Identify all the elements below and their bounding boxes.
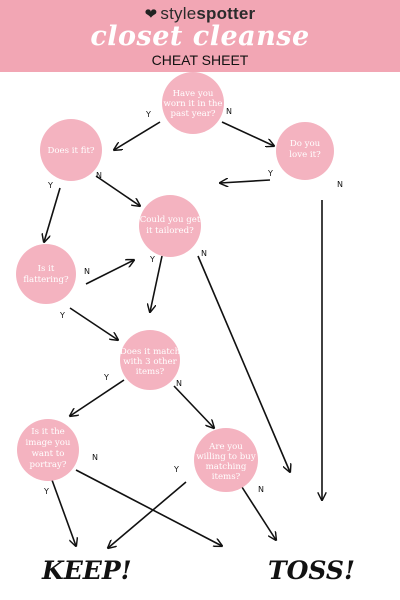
label-fit-y: Y — [47, 181, 53, 190]
branch-labels: Y N Y N Y N N Y Y N Y N Y N Y N — [43, 107, 343, 496]
svg-text:Could you get: Could you get — [140, 215, 201, 225]
svg-text:Have you: Have you — [173, 89, 214, 99]
svg-text:with 3 other: with 3 other — [123, 357, 177, 367]
page-title: closet cleanse — [90, 21, 310, 52]
node-buy: Are you willing to buy matching items? — [194, 428, 258, 492]
label-match-y: Y — [103, 373, 109, 382]
label-image-n: N — [92, 453, 98, 462]
label-tailored-y: Y — [149, 255, 155, 264]
svg-text:past year?: past year? — [171, 109, 216, 119]
page-subtitle: CHEAT SHEET — [151, 52, 249, 68]
node-worn: Have you worn it in the past year? — [162, 72, 224, 134]
label-match-n: N — [176, 379, 182, 388]
label-fit-n: N — [96, 171, 102, 180]
label-love-y: Y — [267, 169, 273, 178]
arrow-love-yes — [220, 180, 271, 183]
arrow-fit-no — [95, 175, 140, 206]
header-banner: ❤stylespotter closet cleanse CHEAT SHEET — [0, 0, 400, 72]
svg-text:Does it fit?: Does it fit? — [47, 146, 94, 156]
svg-text:love it?: love it? — [289, 150, 321, 160]
svg-text:matching: matching — [206, 462, 247, 472]
arrow-match-yes — [70, 379, 125, 416]
arrow-image-yes — [51, 479, 76, 546]
svg-text:portray?: portray? — [30, 460, 67, 470]
node-image: Is it the image you want to portray? — [17, 419, 79, 481]
svg-text:willing to buy: willing to buy — [196, 452, 256, 462]
svg-text:worn it in the: worn it in the — [164, 99, 223, 109]
label-image-y: Y — [43, 487, 49, 496]
arrow-worn-no — [221, 121, 274, 146]
svg-text:image you: image you — [26, 438, 71, 448]
outcome-toss: TOSS! — [268, 556, 355, 585]
label-worn-n: N — [226, 107, 232, 116]
node-flattering: Is it flattering? — [16, 244, 76, 304]
arrow-flattering-yes — [69, 307, 118, 340]
arrow-buy-yes — [108, 481, 187, 548]
label-buy-y: Y — [173, 465, 179, 474]
node-fit: Does it fit? — [40, 119, 102, 181]
svg-text:Are you: Are you — [208, 442, 243, 452]
arrow-flattering-no — [85, 260, 134, 285]
node-match: Does it match with 3 other items? — [120, 330, 181, 390]
arrow-fit-yes — [44, 187, 61, 242]
svg-text:want to: want to — [32, 449, 65, 459]
brand-logo: ❤stylespotter — [0, 4, 400, 24]
svg-text:it tailored?: it tailored? — [146, 226, 194, 236]
label-flattering-n: N — [84, 267, 90, 276]
svg-text:flattering?: flattering? — [23, 275, 69, 285]
node-love: Do you love it? — [276, 122, 334, 180]
heart-icon: ❤ — [144, 6, 158, 23]
brand-part1: style — [160, 4, 197, 23]
arrows — [44, 121, 322, 548]
svg-text:items?: items? — [136, 367, 165, 377]
arrow-buy-no — [239, 483, 276, 540]
svg-text:Do you: Do you — [290, 139, 321, 149]
arrow-worn-yes — [114, 121, 161, 150]
svg-text:Does it match: Does it match — [120, 347, 181, 357]
label-flattering-y: Y — [59, 311, 65, 320]
label-worn-y: Y — [145, 110, 151, 119]
svg-text:items?: items? — [212, 472, 241, 482]
node-tailored: Could you get it tailored? — [139, 195, 201, 257]
label-tailored-n: N — [201, 249, 207, 258]
arrow-image-no — [75, 469, 222, 546]
outcome-keep: KEEP! — [42, 556, 132, 585]
arrow-tailored-no — [197, 255, 290, 472]
label-love-n: N — [337, 180, 343, 189]
label-buy-n: N — [258, 485, 264, 494]
arrow-match-no — [173, 385, 214, 428]
brand-part2: spotter — [196, 4, 256, 23]
svg-text:Is it: Is it — [38, 264, 55, 274]
arrow-tailored-yes — [150, 255, 163, 312]
svg-text:Is it the: Is it the — [31, 427, 65, 437]
